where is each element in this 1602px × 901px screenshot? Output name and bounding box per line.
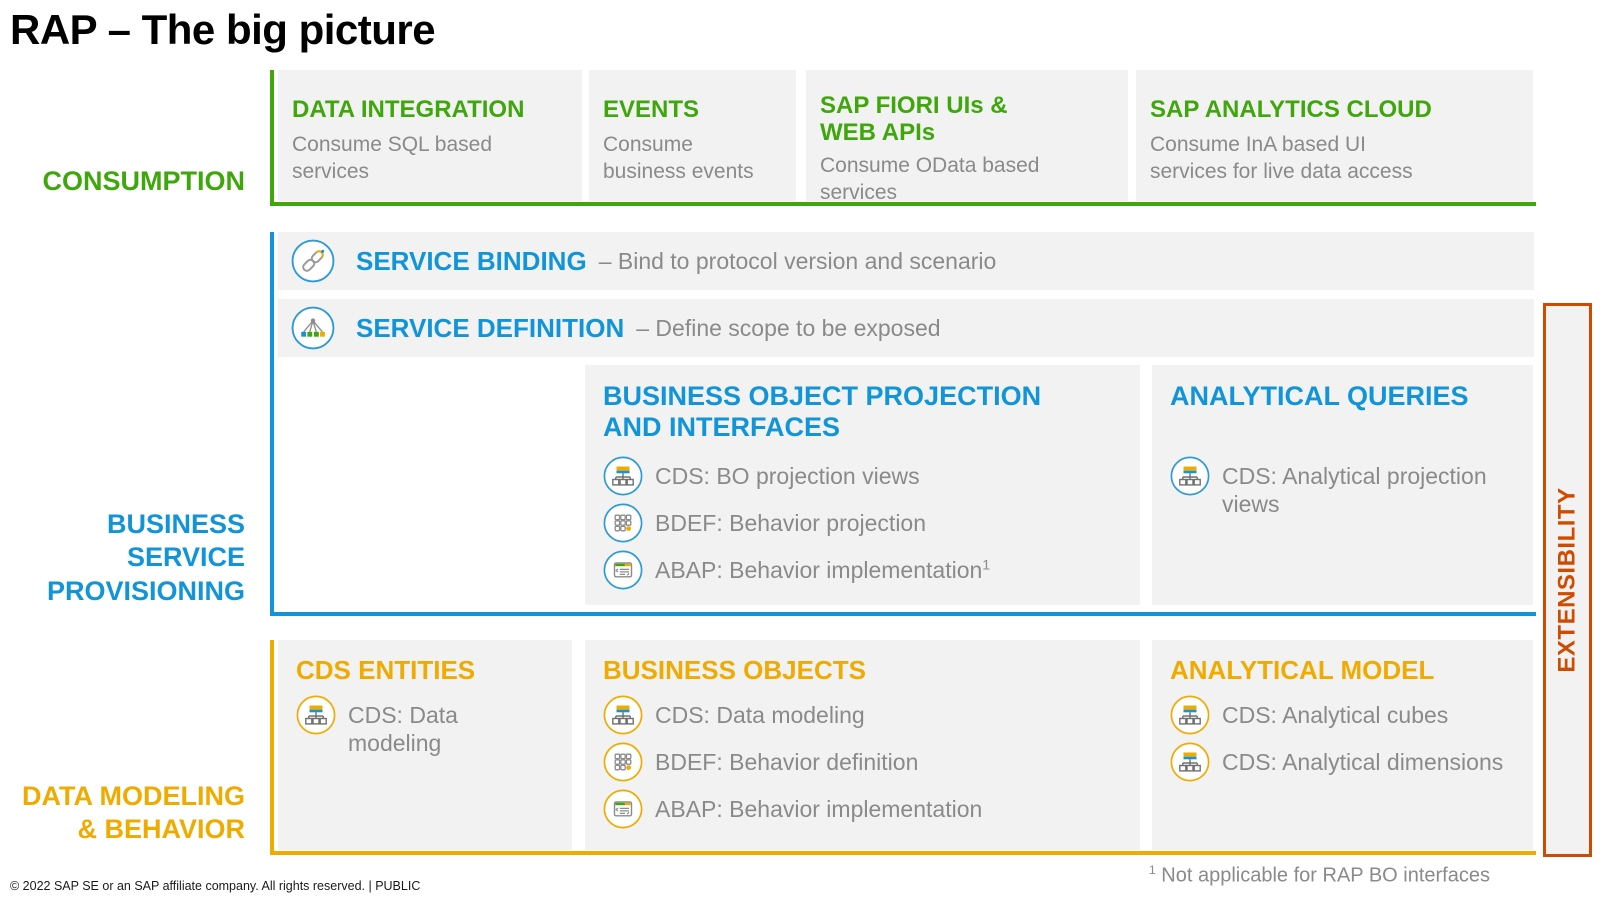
row-label-business-service-provisioning: BUSINESS SERVICE PROVISIONING — [46, 509, 245, 606]
box-title: DATA INTEGRATION — [292, 96, 525, 123]
cds-hierarchy-icon — [603, 456, 643, 496]
box-description: Consume OData based services — [820, 154, 1040, 204]
box-description: Consume InA based UI services for live d… — [1150, 133, 1413, 183]
list-item: CDS: Analytical cubes — [1170, 695, 1515, 735]
row-label-data-modeling-behavior: DATA MODELING & BEHAVIOR — [22, 781, 245, 845]
list-item: CDS: Analytical dimensions — [1170, 742, 1515, 782]
modeling-bracket-horizontal-line — [270, 851, 1536, 855]
bdef-grid-icon — [603, 503, 643, 543]
service-binding-title: SERVICE BINDING — [356, 245, 587, 276]
service-definition-icon — [291, 306, 335, 350]
service-definition-title: SERVICE DEFINITION — [356, 312, 625, 343]
service-definition-description: – Define scope to be exposed — [636, 314, 941, 341]
bdef-grid-icon — [603, 742, 643, 782]
footnote-reference: 1 — [1148, 863, 1156, 877]
extensibility-label: EXTENSIBILITY — [1553, 487, 1581, 673]
item-label: CDS: Data modeling — [655, 702, 865, 729]
box-title: CDS ENTITIES — [296, 655, 476, 685]
abap-code-icon — [603, 789, 643, 829]
list-item: ABAP: Behavior implementation1 — [603, 550, 1122, 590]
item-label: ABAP: Behavior implementation1 — [655, 557, 991, 583]
list-item: CDS: Analytical projection views — [1170, 456, 1515, 518]
box-description: Consume SQL based services — [292, 133, 493, 183]
box-business-objects: BUSINESS OBJECTS CDS: Data modeling BDEF… — [585, 640, 1140, 850]
consumption-bracket-horizontal-line — [270, 202, 1536, 206]
list-item: ABAP: Behavior implementation — [603, 789, 1122, 829]
footnote: 1 Not applicable for RAP BO interfaces — [1149, 863, 1490, 888]
box-cds-entities: CDS ENTITIES CDS: Data modeling — [278, 640, 572, 850]
consumption-box-events: EVENTS Consume business events — [589, 70, 796, 201]
service-binding-description: – Bind to protocol version and scenario — [598, 247, 997, 274]
list-item: CDS: Data modeling — [603, 695, 1122, 735]
item-label: CDS: BO projection views — [655, 463, 920, 489]
consumption-box-data-integration: DATA INTEGRATION Consume SQL based servi… — [278, 70, 582, 201]
extensibility-panel: EXTENSIBILITY — [1543, 303, 1592, 857]
abap-code-icon — [603, 550, 643, 590]
item-label: CDS: Analytical projection views — [1222, 462, 1487, 517]
cds-hierarchy-icon — [296, 695, 336, 735]
service-definition-bar: SERVICE DEFINITION – Define scope to be … — [278, 299, 1534, 357]
row-label-consumption: CONSUMPTION — [42, 166, 246, 196]
list-item: BDEF: Behavior definition — [603, 742, 1122, 782]
box-analytical-model: ANALYTICAL MODEL CDS: Analytical cubes C… — [1152, 640, 1533, 850]
box-title: ANALYTICAL QUERIES — [1170, 381, 1469, 411]
item-label: ABAP: Behavior implementation — [655, 796, 983, 823]
item-label: CDS: Analytical dimensions — [1222, 749, 1504, 776]
consumption-bracket-vertical-line — [270, 70, 274, 206]
copyright-footer: © 2022 SAP SE or an SAP affiliate compan… — [10, 879, 421, 893]
provisioning-bracket-horizontal-line — [270, 612, 1536, 616]
box-title: SAP FIORI UIs & WEB APIs — [820, 92, 1008, 147]
box-business-object-projection: BUSINESS OBJECT PROJECTION AND INTERFACE… — [585, 365, 1140, 605]
box-title: BUSINESS OBJECT PROJECTION AND INTERFACE… — [603, 381, 1042, 442]
footnote-text: Not applicable for RAP BO interfaces — [1155, 864, 1490, 887]
cds-hierarchy-icon — [1170, 695, 1210, 735]
cds-hierarchy-icon — [603, 695, 643, 735]
service-binding-bar: SERVICE BINDING – Bind to protocol versi… — [278, 232, 1534, 290]
consumption-box-fiori-web-apis: SAP FIORI UIs & WEB APIs Consume OData b… — [806, 70, 1128, 204]
list-item: CDS: BO projection views — [603, 456, 1122, 496]
consumption-box-analytics-cloud: SAP ANALYTICS CLOUD Consume InA based UI… — [1136, 70, 1533, 201]
chain-link-icon — [291, 239, 335, 283]
item-label: CDS: Data modeling — [348, 702, 458, 757]
box-analytical-queries: ANALYTICAL QUERIES CDS: Analytical proje… — [1152, 365, 1533, 605]
cds-hierarchy-icon — [1170, 456, 1210, 496]
item-label: CDS: Analytical cubes — [1222, 702, 1449, 729]
modeling-bracket-vertical-line — [270, 640, 274, 855]
cds-hierarchy-icon — [1170, 742, 1210, 782]
footnote-reference: 1 — [982, 557, 991, 574]
page-title: RAP – The big picture — [10, 6, 436, 53]
provisioning-bracket-vertical-line — [270, 232, 274, 616]
box-description: Consume business events — [603, 133, 754, 183]
list-item: CDS: Data modeling — [296, 695, 554, 757]
list-item: BDEF: Behavior projection — [603, 503, 1122, 543]
box-title: ANALYTICAL MODEL — [1170, 655, 1435, 685]
item-label: BDEF: Behavior definition — [655, 749, 919, 776]
item-label: BDEF: Behavior projection — [655, 510, 927, 536]
box-title: BUSINESS OBJECTS — [603, 655, 866, 685]
box-title: SAP ANALYTICS CLOUD — [1150, 96, 1432, 123]
box-title: EVENTS — [603, 96, 700, 123]
